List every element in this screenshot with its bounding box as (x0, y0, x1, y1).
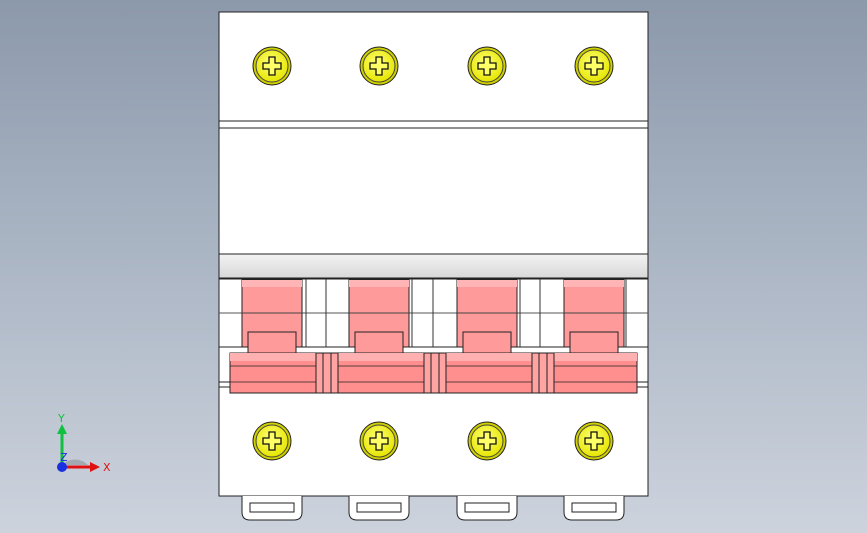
phillips-slot-icon (262, 56, 282, 76)
phillips-slot-icon (369, 56, 389, 76)
tie-bar-link-2 (423, 352, 447, 394)
handle-recess-strip (218, 253, 649, 279)
bottom-terminal-screw-4 (574, 421, 614, 461)
din-rail-clip-1 (241, 496, 303, 521)
din-rail-clip-2 (348, 496, 410, 521)
y-axis-label: Y (57, 412, 65, 425)
top-terminal-screw-2 (359, 46, 399, 86)
top-terminal-screw-1 (252, 46, 292, 86)
x-axis-arrowhead (90, 462, 100, 472)
tie-bar-link-3 (531, 352, 555, 394)
top-terminal-screw-4 (574, 46, 614, 86)
triad-rotation-arc (62, 459, 88, 465)
phillips-slot-icon (369, 431, 389, 451)
bottom-terminal-screw-2 (359, 421, 399, 461)
pole-handle-2[interactable] (348, 279, 410, 355)
pole-handle-4[interactable] (563, 279, 625, 355)
phillips-slot-icon (584, 56, 604, 76)
axis-triad: Y X Z (57, 412, 111, 474)
phillips-slot-icon (262, 431, 282, 451)
tie-bar-link-1 (315, 352, 339, 394)
bottom-terminal-screw-1 (252, 421, 292, 461)
y-axis-arrowhead (57, 424, 67, 434)
z-axis-label: Z (60, 451, 68, 464)
phillips-slot-icon (584, 431, 604, 451)
top-terminal-screw-3 (467, 46, 507, 86)
phillips-slot-icon (477, 431, 497, 451)
pole-dividers (242, 279, 627, 347)
pole-handle-3[interactable] (456, 279, 518, 355)
din-rail-clip-3 (456, 496, 518, 521)
bottom-terminal-screw-3 (467, 421, 507, 461)
pole-handle-1[interactable] (241, 279, 303, 355)
din-rail-clip-4 (563, 496, 625, 521)
x-axis-label: X (103, 461, 111, 474)
toggle-tie-bar[interactable] (229, 352, 638, 394)
z-axis-dot (57, 462, 67, 472)
phillips-slot-icon (477, 56, 497, 76)
